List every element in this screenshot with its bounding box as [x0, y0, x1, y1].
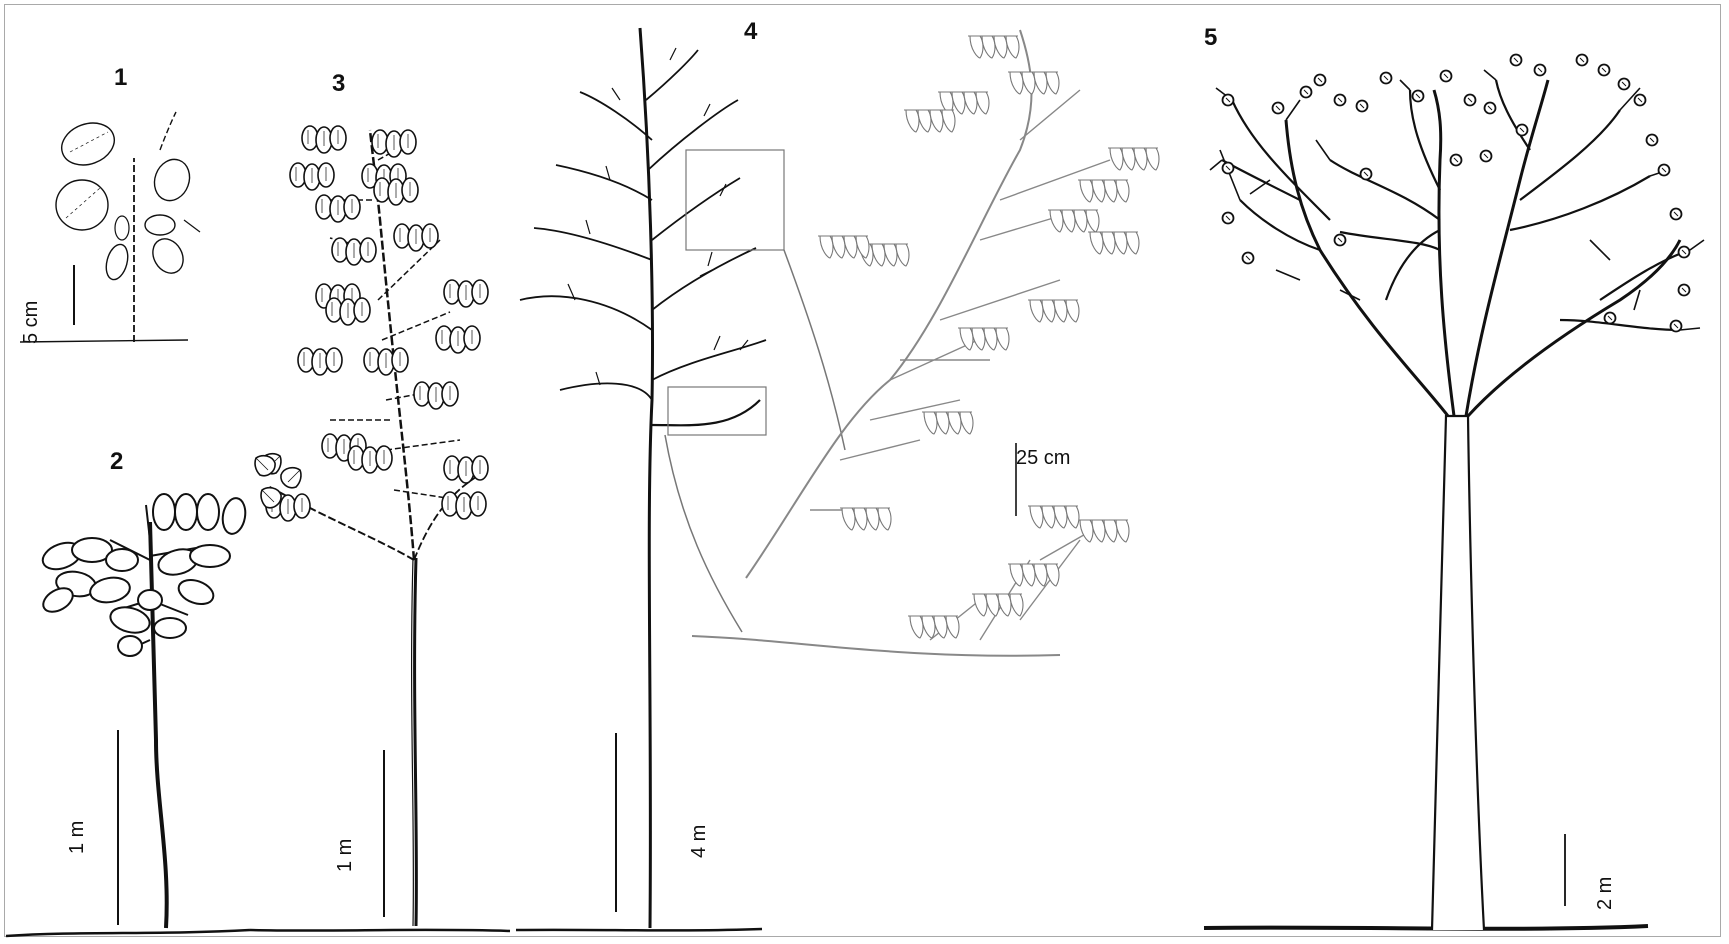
panel-2-sapling [6, 494, 250, 936]
panel-1-seedling [20, 112, 200, 342]
panel-5-mature-tree [1204, 55, 1704, 931]
scale-label-2m: 2 m [1594, 877, 1617, 910]
panel-label-2: 2 [110, 448, 123, 476]
panel-label-3: 3 [332, 70, 345, 98]
scale-label-1m-panel-2: 1 m [66, 821, 89, 854]
scale-label-25cm: 25 cm [1016, 447, 1070, 470]
panel-label-4: 4 [744, 18, 757, 46]
scale-label-1m-panel-3: 1 m [334, 839, 357, 872]
scale-label-4m: 4 m [688, 825, 711, 858]
panel-4-tree-with-detail [516, 28, 1159, 930]
panel-3-young-tree [250, 126, 510, 931]
panel-label-5: 5 [1204, 24, 1217, 52]
scale-label-5cm: 5 cm [20, 301, 43, 344]
panel-label-1: 1 [114, 64, 127, 92]
